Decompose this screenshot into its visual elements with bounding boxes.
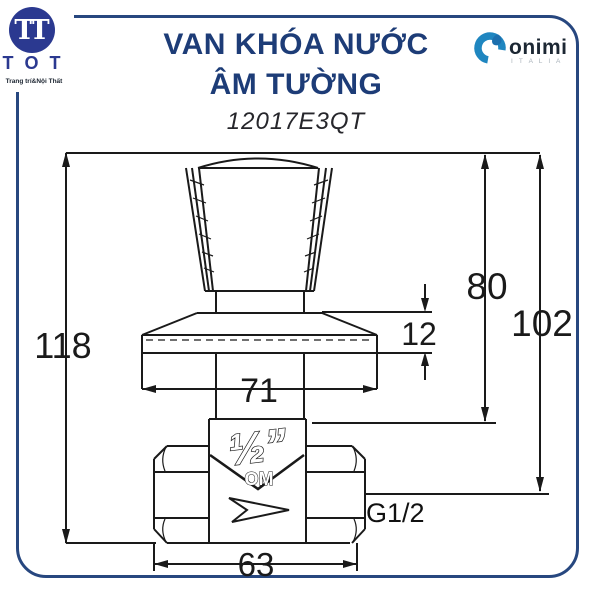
decorative-frame <box>16 15 579 578</box>
detail-lines <box>146 179 374 543</box>
dim-plate-thickness-label: 12 <box>401 316 437 352</box>
body-size-marking: ½” <box>226 420 290 476</box>
page-title-line1: VAN KHÓA NƯỚC <box>163 28 429 61</box>
flow-direction-arrow-icon <box>228 497 290 523</box>
onimi-logo: onimi I T A L I A <box>474 32 568 65</box>
dim-height-to-socket-label: 102 <box>511 303 573 344</box>
knob-dome <box>197 157 319 169</box>
dimension-arrowheads <box>62 152 544 568</box>
dimension-lines <box>65 152 549 571</box>
dim-total-height-label: 118 <box>34 325 91 366</box>
tot-logo-icon: TT <box>9 7 55 53</box>
onimi-subtext: I T A L I A <box>511 58 563 65</box>
tot-brand-name: T O T <box>2 53 64 73</box>
page-title-line2: ÂM TƯỜNG <box>209 68 383 101</box>
onimi-droplet-icon <box>492 34 502 46</box>
body-v-notch <box>209 453 305 491</box>
onimi-wordmark: onimi <box>509 36 568 59</box>
thread-size-label: G1/2 <box>366 498 425 528</box>
body-brand-marking: OM <box>245 469 274 489</box>
tot-monogram: TT <box>14 14 49 46</box>
dim-body-length-label: 63 <box>238 546 275 583</box>
tot-brand-tagline: Trang trí&Nội Thất <box>5 78 63 85</box>
valve-outline <box>141 157 378 544</box>
dim-height-to-body-label: 80 <box>466 266 507 307</box>
product-code: 12017E3QT <box>226 108 366 135</box>
dim-plate-width-label: 71 <box>240 372 278 410</box>
